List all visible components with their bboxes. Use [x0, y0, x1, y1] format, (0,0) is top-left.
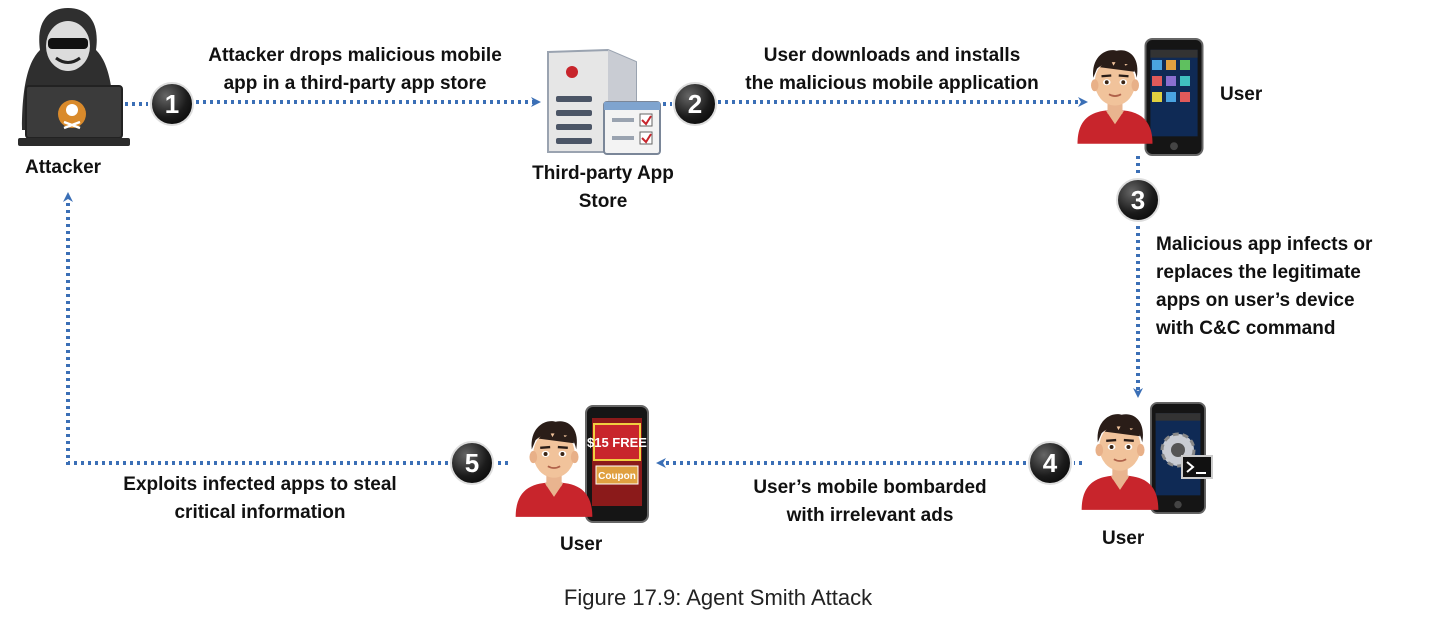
step-2-line2: the malicious mobile application: [745, 73, 1039, 94]
figure-caption: Figure 17.9: Agent Smith Attack: [563, 585, 873, 610]
user-bottom-mid-label: User: [560, 534, 603, 555]
step-2-line1: User downloads and installs: [763, 45, 1021, 66]
step-4-line1: User’s mobile bombarded: [753, 477, 987, 498]
step-4-text: User’s mobile bombarded with irrelevant …: [720, 474, 1020, 530]
user-ads-icon: $15 FREE Coupon: [514, 405, 649, 523]
step-5-text: Exploits infected apps to steal critical…: [95, 471, 425, 527]
user-bottom-right-label: User: [1102, 528, 1145, 549]
app-store-server-icon: [547, 48, 661, 155]
app-store-label-line2: Store: [578, 191, 628, 212]
attacker-label: Attacker: [25, 157, 102, 178]
step-3-line3: apps on user’s device: [1156, 290, 1355, 311]
step-1-badge: 1: [150, 82, 194, 126]
step-5-line1: Exploits infected apps to steal: [123, 474, 397, 495]
step-3-line2: replaces the legitimate: [1156, 262, 1361, 283]
step-2-text: User downloads and installs the maliciou…: [722, 42, 1062, 98]
step-1-text: Attacker drops malicious mobile app in a…: [190, 42, 520, 98]
user-top-label: User: [1220, 84, 1263, 105]
step-3-text: Malicious app infects or replaces the le…: [1156, 231, 1426, 343]
step-3-line4: with C&C command: [1156, 318, 1336, 339]
app-store-label: Third-party App Store: [510, 160, 696, 216]
step-4-line2: with irrelevant ads: [786, 505, 954, 526]
step-3-badge: 3: [1116, 178, 1160, 222]
app-store-label-line1: Third-party App: [532, 163, 674, 184]
step-5-line2: critical information: [174, 502, 346, 523]
step-5-badge: 5: [450, 441, 494, 485]
step-4-badge: 4: [1028, 441, 1072, 485]
arrow-1: [125, 97, 541, 107]
user-infected-icon: [1080, 402, 1213, 514]
step-1-line2: app in a third-party app store: [223, 73, 487, 94]
ad-coupon-text: Coupon: [598, 471, 636, 482]
ad-price-text: $15 FREE: [587, 435, 647, 450]
user-top-icon: [1076, 38, 1204, 156]
attacker-icon: [18, 8, 130, 146]
step-3-line1: Malicious app infects or: [1156, 234, 1373, 255]
step-2-badge: 2: [673, 82, 717, 126]
step-1-line1: Attacker drops malicious mobile: [208, 45, 502, 66]
arrow-2: [656, 97, 1088, 107]
arrow-5: [63, 192, 508, 465]
